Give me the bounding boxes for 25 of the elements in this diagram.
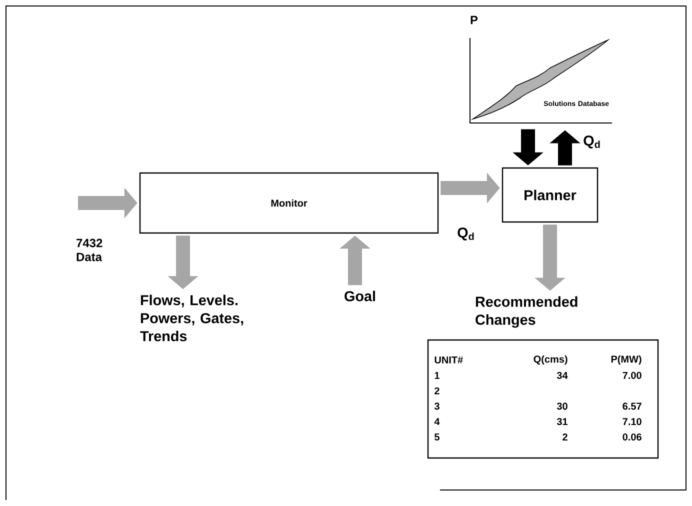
table-cell: 7.10 (622, 418, 642, 426)
table-cell: 2 (562, 434, 568, 440)
table-cell: 3 (434, 402, 440, 410)
process-box: Planner (502, 167, 598, 223)
table-cell: 6.57 (622, 402, 642, 410)
table-cell: 30 (556, 402, 568, 410)
table-cell: UNIT# (434, 356, 463, 364)
table-cell: 1 (434, 372, 440, 379)
input-text: Goal (344, 290, 375, 302)
process-box: Monitor (139, 172, 439, 234)
table-cell: 34 (556, 372, 568, 379)
table-cell: Q(cms) (534, 355, 568, 365)
output-text: Flows, Levels. Powers, Gates, Trends (140, 294, 244, 342)
edge-label: Q$_{d}$ (458, 228, 474, 240)
table-cell: 2 (434, 387, 440, 394)
table-cell: 31 (556, 418, 568, 426)
output-text: Recommended Changes (476, 296, 578, 328)
table-cell: 7.00 (622, 372, 642, 379)
table-cell: 4 (434, 418, 440, 426)
table-cell: 5 (434, 434, 440, 440)
table-cell: P(MW) (611, 355, 642, 365)
table-cell: 0.06 (622, 433, 642, 441)
axis-label: P (470, 16, 478, 24)
edge-label: Q$_{d}$ (584, 136, 600, 148)
edge-label: 7432 Data (76, 238, 102, 262)
